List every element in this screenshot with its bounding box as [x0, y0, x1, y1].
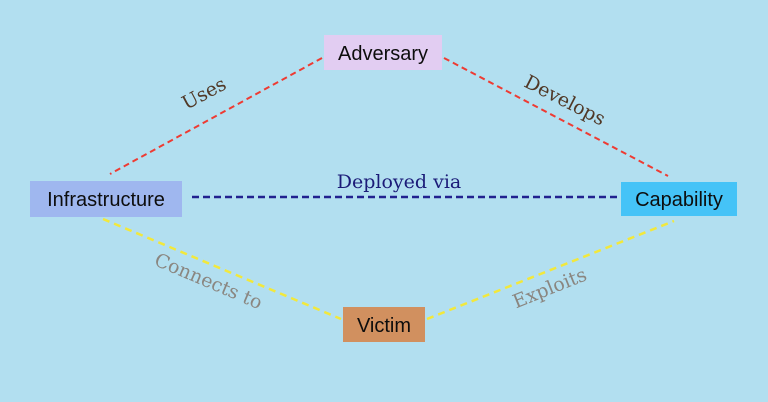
node-box-capability — [621, 182, 737, 216]
node-label-adversary: Adversary — [338, 43, 428, 65]
node-label-infrastructure: Infrastructure — [47, 189, 165, 211]
edge-line-uses — [109, 57, 323, 175]
node-label-victim: Victim — [357, 315, 411, 337]
node-box-adversary — [324, 35, 442, 70]
node-box-victim — [343, 307, 425, 342]
edge-line-exploits — [426, 219, 675, 321]
edges-layer — [102, 57, 675, 321]
nodes-layer: Adversary Infrastructure Capability Vict… — [30, 35, 737, 342]
edge-line-develops — [443, 57, 669, 177]
edge-label-deployed-via: Deployed via — [337, 171, 461, 193]
node-label-capability: Capability — [635, 189, 723, 211]
node-box-infrastructure — [30, 181, 182, 217]
